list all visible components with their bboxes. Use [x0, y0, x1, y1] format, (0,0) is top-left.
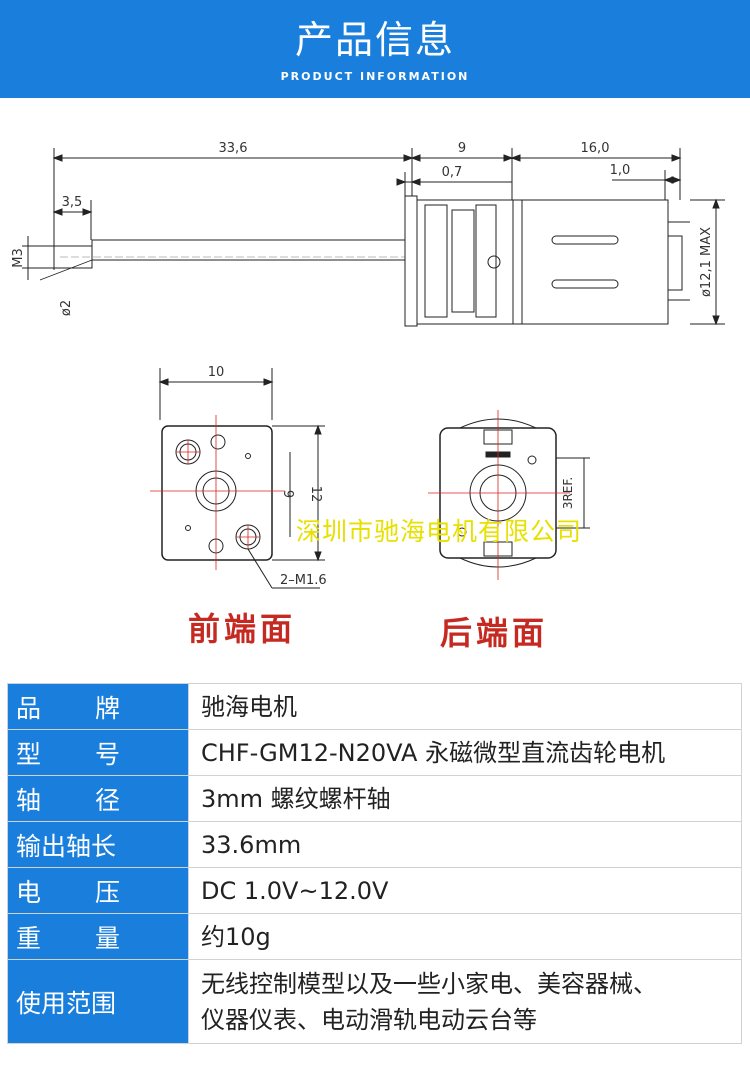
- front-view-labels: 10 9 12 2–M1.6: [208, 365, 327, 588]
- back-view-centerlines: [428, 410, 570, 580]
- spec-row-model: 型号 CHF-GM12-N20VA 永磁微型直流齿轮电机: [7, 729, 742, 776]
- spec-row-brand: 品牌 驰海电机: [7, 683, 742, 730]
- spec-value: 约10g: [188, 913, 742, 960]
- spec-value-line: 无线控制模型以及一些小家电、美容器械、: [201, 969, 657, 998]
- spec-key: 型号: [7, 729, 189, 776]
- spec-value: 33.6mm: [188, 821, 742, 868]
- spec-value: 无线控制模型以及一些小家电、美容器械、 仪器仪表、电动滑轨电动云台等: [188, 959, 742, 1044]
- spec-row-voltage: 电压 DC 1.0V~12.0V: [7, 867, 742, 914]
- page-subtitle: PRODUCT INFORMATION: [280, 70, 470, 83]
- spec-key: 电压: [7, 867, 189, 914]
- dim-hole-spacing: 9: [280, 490, 295, 498]
- dim-total-length: 33,6: [219, 141, 248, 156]
- spec-key: 重量: [7, 913, 189, 960]
- spec-table: 品牌 驰海电机 型号 CHF-GM12-N20VA 永磁微型直流齿轮电机 轴径 …: [7, 683, 742, 1044]
- spec-key: 品牌: [7, 683, 189, 730]
- header-banner: 产品信息 PRODUCT INFORMATION: [0, 0, 750, 98]
- technical-drawing: 33,6 9 16,0 0,7 1,0 3,5 M3 ø2 ø12,1 MAX: [11, 141, 725, 589]
- company-watermark: 深圳市驰海电机有限公司: [296, 517, 583, 546]
- spec-row-shaft-length: 输出轴长 33.6mm: [7, 821, 742, 868]
- dim-gearbox-length: 9: [458, 141, 466, 156]
- spec-value: 3mm 螺纹螺杆轴: [188, 775, 742, 822]
- spec-key: 轴径: [7, 775, 189, 822]
- spec-value: CHF-GM12-N20VA 永磁微型直流齿轮电机: [188, 729, 742, 776]
- spec-row-shaft-diameter: 轴径 3mm 螺纹螺杆轴: [7, 775, 742, 822]
- page-title: 产品信息: [294, 18, 455, 62]
- spec-row-weight: 重量 约10g: [7, 913, 742, 960]
- dim-motor-diameter: ø12,1 MAX: [699, 227, 714, 297]
- dim-terminal-offset: 1,0: [610, 163, 631, 178]
- caption-front-face: 前端面: [188, 610, 297, 648]
- spec-value: DC 1.0V~12.0V: [188, 867, 742, 914]
- dim-thread-size: M3: [11, 248, 26, 268]
- front-view: [158, 368, 325, 589]
- dim-shaft-diameter: ø2: [59, 300, 74, 316]
- dim-screw-holes: 2–M1.6: [280, 573, 327, 588]
- front-view-centerlines: [150, 415, 285, 570]
- dim-thread-length: 3,5: [62, 195, 83, 210]
- dim-front-height: 12: [308, 486, 323, 503]
- spec-key: 使用范围: [7, 959, 189, 1044]
- spec-row-application: 使用范围 无线控制模型以及一些小家电、美容器械、 仪器仪表、电动滑轨电动云台等: [7, 959, 742, 1044]
- dim-back-ref: 3REF.: [561, 477, 575, 509]
- side-view-labels: 33,6 9 16,0 0,7 1,0 3,5 M3 ø2 ø12,1 MAX: [11, 141, 714, 316]
- caption-back-face: 后端面: [440, 614, 549, 652]
- dim-motor-length: 16,0: [581, 141, 610, 156]
- spec-value: 驰海电机: [188, 683, 742, 730]
- back-view-labels: 3REF.: [561, 477, 575, 509]
- dim-front-width: 10: [208, 365, 225, 380]
- spec-value-line: 仪器仪表、电动滑轨电动云台等: [201, 1005, 537, 1034]
- side-view: [22, 148, 725, 327]
- dim-flange-thickness: 0,7: [442, 165, 463, 180]
- spec-key: 输出轴长: [7, 821, 189, 868]
